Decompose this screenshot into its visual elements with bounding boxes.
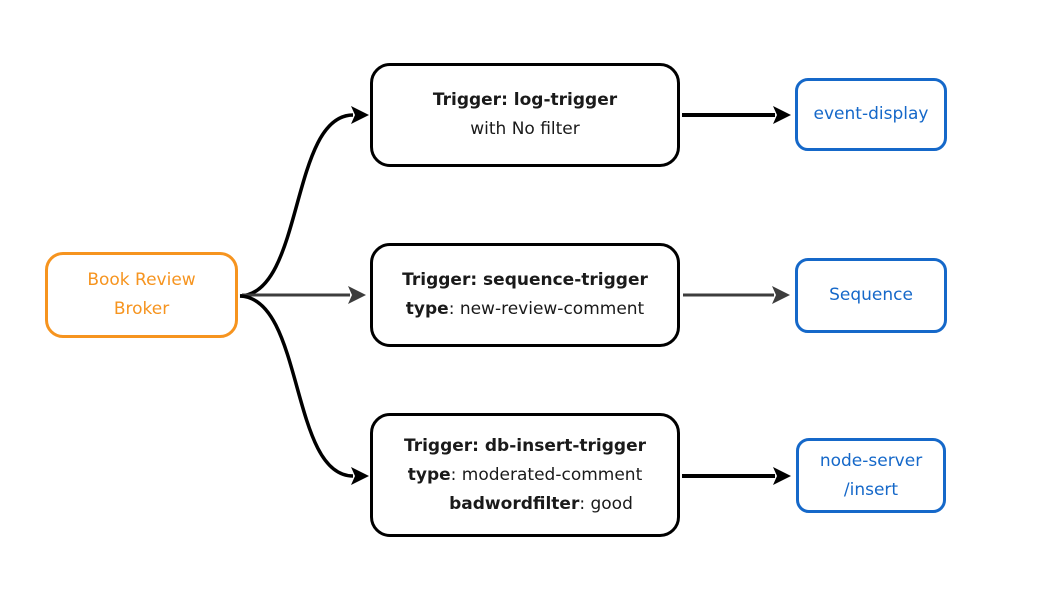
trigger-attr: with No filter bbox=[373, 115, 677, 144]
edge-broker-to-db-insert-trigger bbox=[239, 294, 354, 478]
sink-label-line1: node-server bbox=[819, 450, 923, 471]
trigger-node-sequence-trigger: Trigger: sequence-trigger type: new-revi… bbox=[370, 243, 680, 347]
arrowhead-node-server bbox=[773, 467, 791, 485]
trigger-attr-value: : good bbox=[579, 493, 633, 514]
trigger-attr-value: : new-review-comment bbox=[448, 299, 645, 319]
sink-label-line2: /insert bbox=[843, 479, 899, 500]
trigger-attr-value: : moderated-comment bbox=[450, 464, 643, 485]
sink-label: Sequence bbox=[829, 285, 913, 305]
arrowhead-log-trigger bbox=[351, 106, 369, 124]
sink-label: event-display bbox=[813, 104, 929, 124]
arrowhead-event-display bbox=[773, 106, 791, 124]
edge-broker-to-log-trigger bbox=[239, 113, 354, 298]
trigger-attr-key: badwordfilter bbox=[449, 493, 580, 514]
arrowhead-sequence-trigger bbox=[348, 286, 366, 304]
sink-node-node-server-insert: node-server /insert bbox=[796, 438, 946, 513]
trigger-title: Trigger: sequence-trigger bbox=[402, 270, 648, 290]
trigger-node-db-insert-trigger: Trigger: db-insert-trigger type: moderat… bbox=[370, 413, 680, 537]
trigger-title: Trigger: db-insert-trigger bbox=[403, 435, 647, 456]
sink-node-event-display: event-display bbox=[795, 78, 947, 151]
trigger-node-log-trigger: Trigger: log-trigger with No filter bbox=[370, 63, 680, 167]
trigger-attr: type: new-review-comment bbox=[373, 295, 677, 324]
broker-node: Book Review Broker bbox=[45, 252, 238, 338]
broker-label-line1: Book Review bbox=[87, 270, 196, 290]
sink-node-sequence: Sequence bbox=[795, 258, 947, 333]
trigger-attr: type: moderated-comment bbox=[373, 461, 677, 490]
arrowhead-sequence bbox=[772, 286, 790, 304]
trigger-attr-key: type bbox=[405, 299, 449, 319]
arrowhead-db-insert-trigger bbox=[351, 467, 369, 485]
trigger-title: Trigger: log-trigger bbox=[432, 90, 618, 110]
broker-label-line2: Broker bbox=[113, 299, 170, 319]
trigger-attr-key: type bbox=[407, 464, 451, 485]
trigger-attr-value: with No filter bbox=[470, 119, 580, 139]
trigger-attr: badwordfilter: good bbox=[373, 490, 677, 519]
